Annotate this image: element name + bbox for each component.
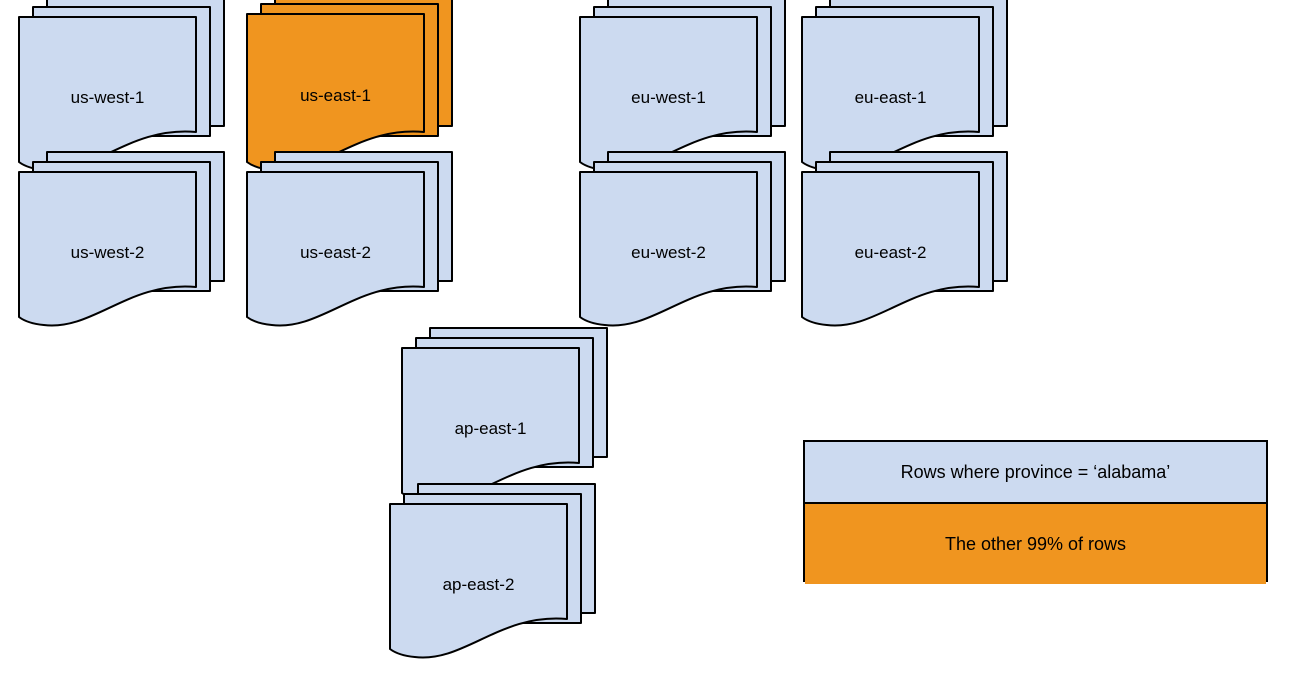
region-stack-us-west-2[interactable]: us-west-2 <box>17 150 226 333</box>
legend: Rows where province = ‘alabama’ The other… <box>803 440 1268 584</box>
legend-item-legend-normal: Rows where province = ‘alabama’ <box>805 442 1266 504</box>
multi-document-icon <box>389 483 596 659</box>
document-sheet-front <box>389 503 568 659</box>
document-sheet-front <box>579 16 758 172</box>
document-sheet-front <box>18 16 197 172</box>
document-sheet-front <box>18 171 197 327</box>
document-sheet-front <box>801 16 980 172</box>
region-stack-eu-west-2[interactable]: eu-west-2 <box>578 150 787 333</box>
region-stack-us-west-1[interactable]: us-west-1 <box>17 0 226 178</box>
document-sheet-front <box>579 171 758 327</box>
region-stack-ap-east-2[interactable]: ap-east-2 <box>388 482 597 665</box>
multi-document-icon <box>18 0 225 172</box>
multi-document-icon <box>801 151 1008 327</box>
region-stack-us-east-2[interactable]: us-east-2 <box>245 150 454 333</box>
multi-document-icon <box>246 151 453 327</box>
multi-document-icon <box>18 151 225 327</box>
document-sheet-front <box>246 171 425 327</box>
legend-item-label: The other 99% of rows <box>944 533 1127 554</box>
region-stack-us-east-1[interactable]: us-east-1 <box>245 0 454 178</box>
legend-item-label: Rows where province = ‘alabama’ <box>900 461 1171 482</box>
multi-document-icon <box>579 0 786 172</box>
multi-document-icon <box>246 0 453 172</box>
document-sheet-front <box>401 347 580 503</box>
document-sheet-front <box>246 13 425 172</box>
document-sheet-front <box>801 171 980 327</box>
multi-document-icon <box>801 0 1008 172</box>
region-stack-eu-east-1[interactable]: eu-east-1 <box>800 0 1009 178</box>
region-stack-eu-west-1[interactable]: eu-west-1 <box>578 0 787 178</box>
multi-document-icon <box>579 151 786 327</box>
region-stack-eu-east-2[interactable]: eu-east-2 <box>800 150 1009 333</box>
multi-document-icon <box>401 327 608 503</box>
legend-item-legend-highlight: The other 99% of rows <box>805 504 1266 584</box>
